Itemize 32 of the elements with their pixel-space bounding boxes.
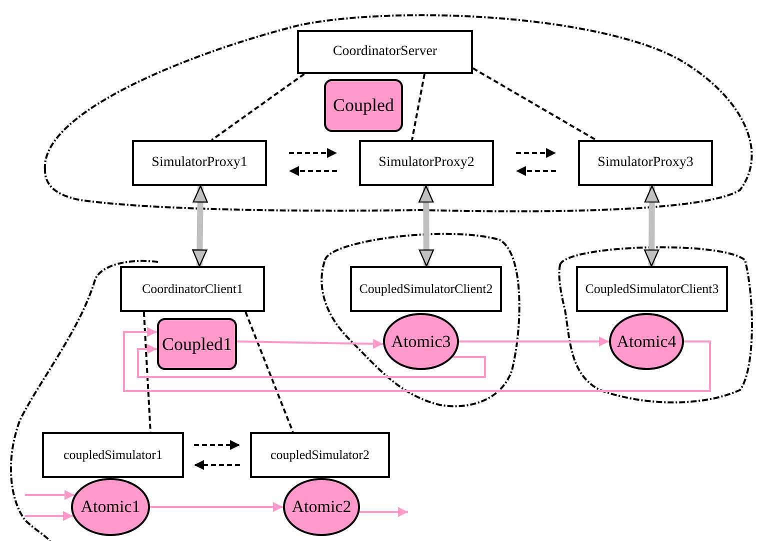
arrow — [194, 440, 240, 450]
arrow — [459, 336, 609, 346]
arrow — [25, 490, 74, 500]
arrow — [516, 166, 556, 176]
arrow — [25, 511, 73, 521]
arrow — [123, 327, 711, 392]
process-box: coupledSimulator2 — [250, 432, 390, 478]
coupled-model-box: Coupled — [324, 79, 403, 132]
atomic-ellipse: Atomic2 — [283, 478, 360, 536]
process-box: coupledSimulator1 — [42, 432, 184, 478]
coupled-model-box: Coupled1 — [157, 318, 237, 370]
atomic-ellipse: Atomic3 — [383, 313, 459, 370]
arrow — [150, 502, 283, 512]
arrow — [418, 185, 434, 267]
arrow — [289, 166, 337, 176]
process-box: SimulatorProxy2 — [359, 140, 494, 186]
arrow — [192, 185, 208, 267]
arrow — [644, 185, 660, 267]
arrow — [137, 344, 486, 378]
arrow — [359, 507, 408, 517]
atomic-ellipse: Atomic1 — [71, 478, 150, 536]
atomic-ellipse: Atomic4 — [609, 313, 684, 370]
arrow — [289, 148, 337, 158]
process-box: CoupledSimulatorClient3 — [576, 266, 728, 312]
process-box: SimulatorProxy1 — [132, 140, 267, 186]
process-box: CoordinatorServer — [297, 30, 473, 74]
arrow — [236, 338, 384, 349]
process-box: SimulatorProxy3 — [578, 140, 713, 186]
process-box: CoupledSimulatorClient2 — [350, 266, 502, 312]
arrow — [194, 460, 240, 470]
process-box: CoordinatorClient1 — [120, 266, 265, 312]
arrow — [516, 148, 556, 158]
